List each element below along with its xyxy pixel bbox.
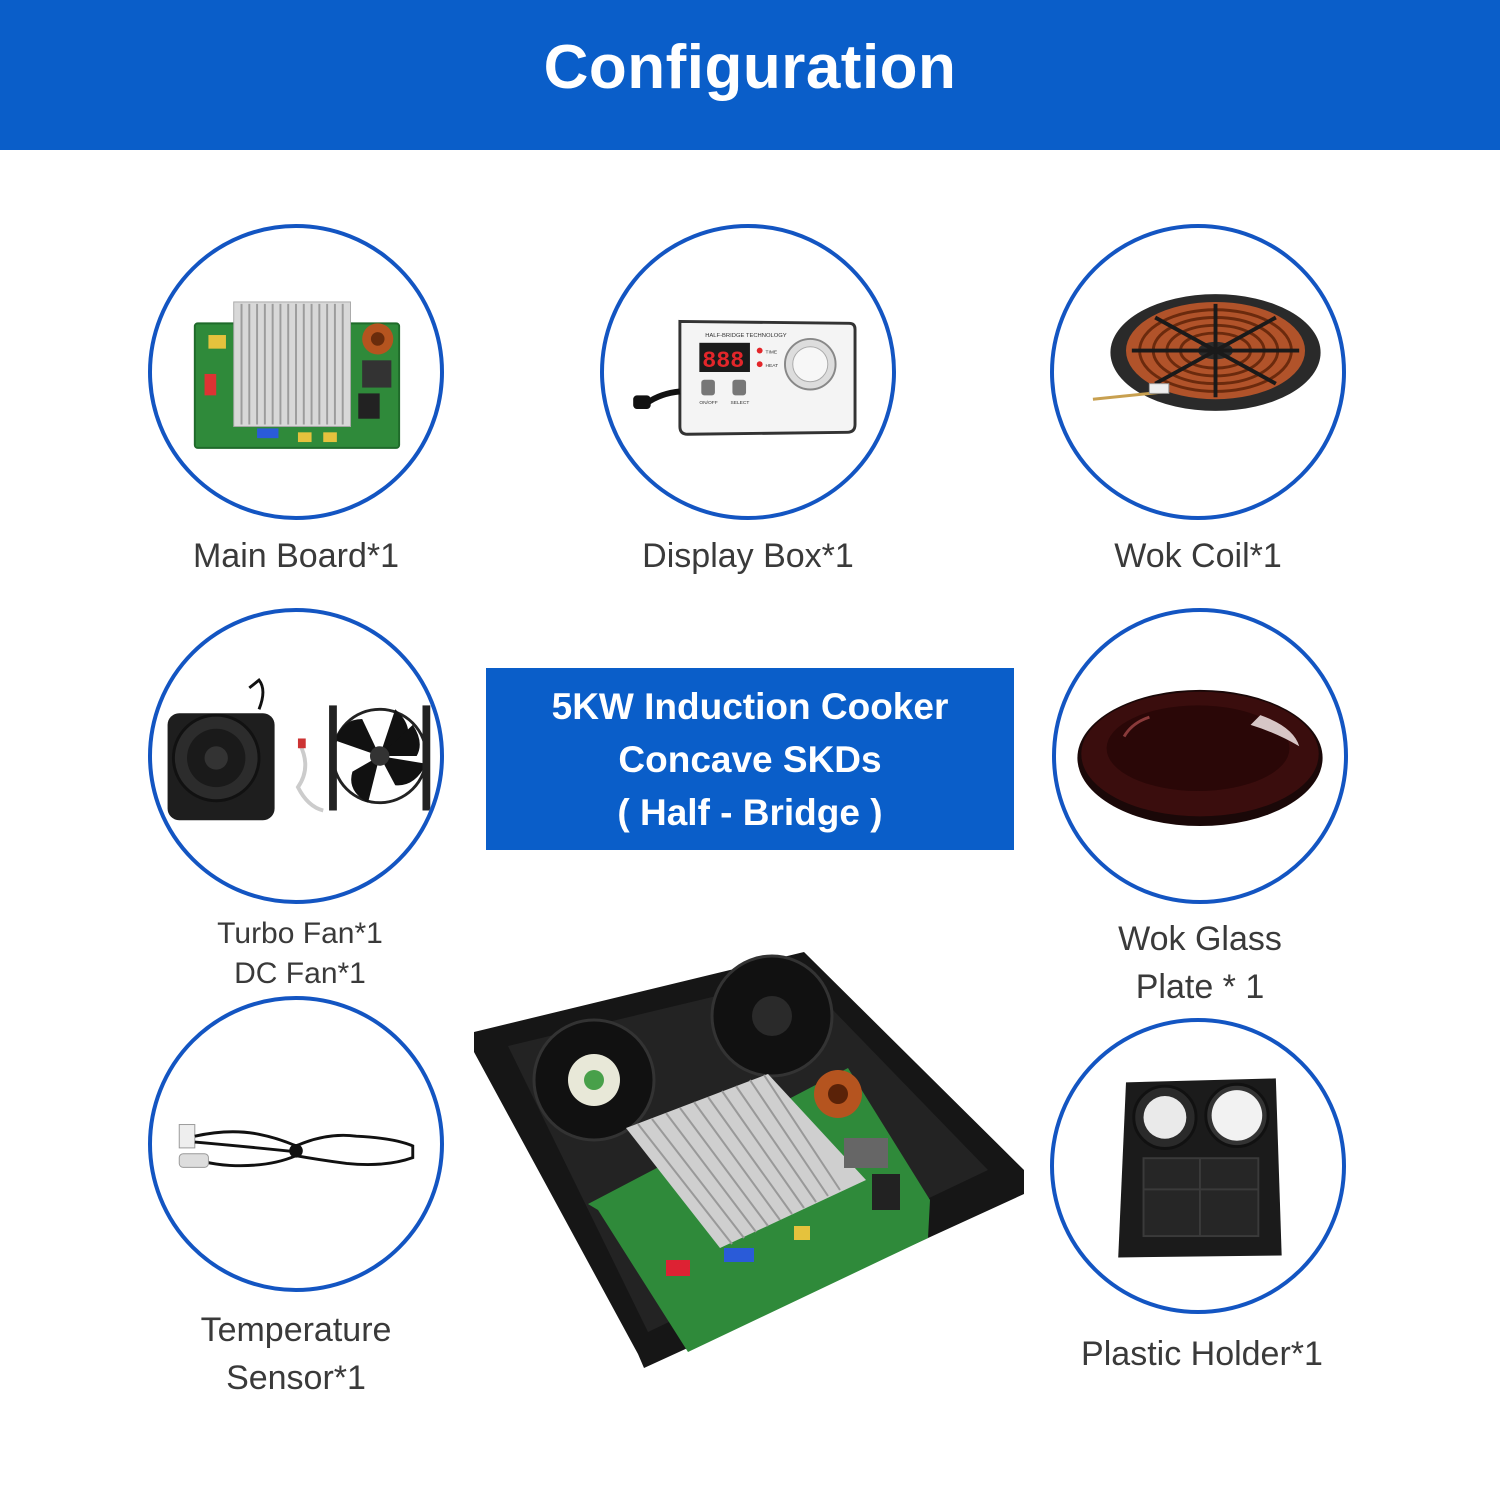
display-brand: HALF-BRIDGE TECHNOLOGY	[705, 333, 787, 339]
temperature-sensor-label: Temperature Sensor*1	[146, 1306, 446, 1402]
fans-label: Turbo Fan*1 DC Fan*1	[150, 914, 450, 994]
header-banner: Configuration	[0, 0, 1500, 150]
display-indicator-time: TIME	[766, 350, 778, 356]
assembled-induction-cooker-image	[468, 948, 1034, 1378]
temperature-sensor-image	[148, 996, 444, 1292]
wok-glass-plate-image	[1052, 608, 1348, 904]
display-indicator-heat: HEAT	[766, 363, 779, 369]
wok-coil-image	[1050, 224, 1346, 520]
product-title-box: 5KW Induction Cooker Concave SKDs ( Half…	[486, 668, 1014, 850]
display-box-label: Display Box*1	[642, 537, 854, 575]
temperature-sensor-label-line-1: Temperature	[200, 1311, 392, 1349]
wok-glass-plate-label-line-1: Wok Glass	[1118, 920, 1282, 958]
main-board-image	[148, 224, 444, 520]
wok-glass-plate-label-line-2: Plate * 1	[1135, 968, 1265, 1006]
page-title: Configuration	[543, 32, 957, 102]
main-board-label: Main Board*1	[192, 537, 399, 575]
wok-glass-plate-label: Wok Glass Plate * 1	[1050, 915, 1350, 1011]
display-btn-onoff: ON/OFF	[699, 400, 717, 406]
plastic-holder-image	[1050, 1018, 1346, 1314]
fans-image	[148, 608, 444, 904]
product-title-line-2: Concave SKDs	[618, 738, 882, 780]
display-btn-select: SELECT	[730, 400, 749, 406]
fans-label-line-2: DC Fan*1	[234, 957, 366, 990]
wok-coil-label: Wok Coil*1	[1114, 537, 1282, 575]
fans-label-line-1: Turbo Fan*1	[217, 917, 383, 950]
temperature-sensor-label-line-2: Sensor*1	[226, 1359, 366, 1397]
display-digits: 888	[702, 349, 744, 375]
plastic-holder-label: Plastic Holder*1	[1081, 1335, 1323, 1373]
display-box-image: HALF-BRIDGE TECHNOLOGY 888 TIME HEAT ON/…	[600, 224, 896, 520]
product-title-line-3: ( Half - Bridge )	[617, 791, 883, 833]
product-title-line-1: 5KW Induction Cooker	[551, 685, 949, 727]
